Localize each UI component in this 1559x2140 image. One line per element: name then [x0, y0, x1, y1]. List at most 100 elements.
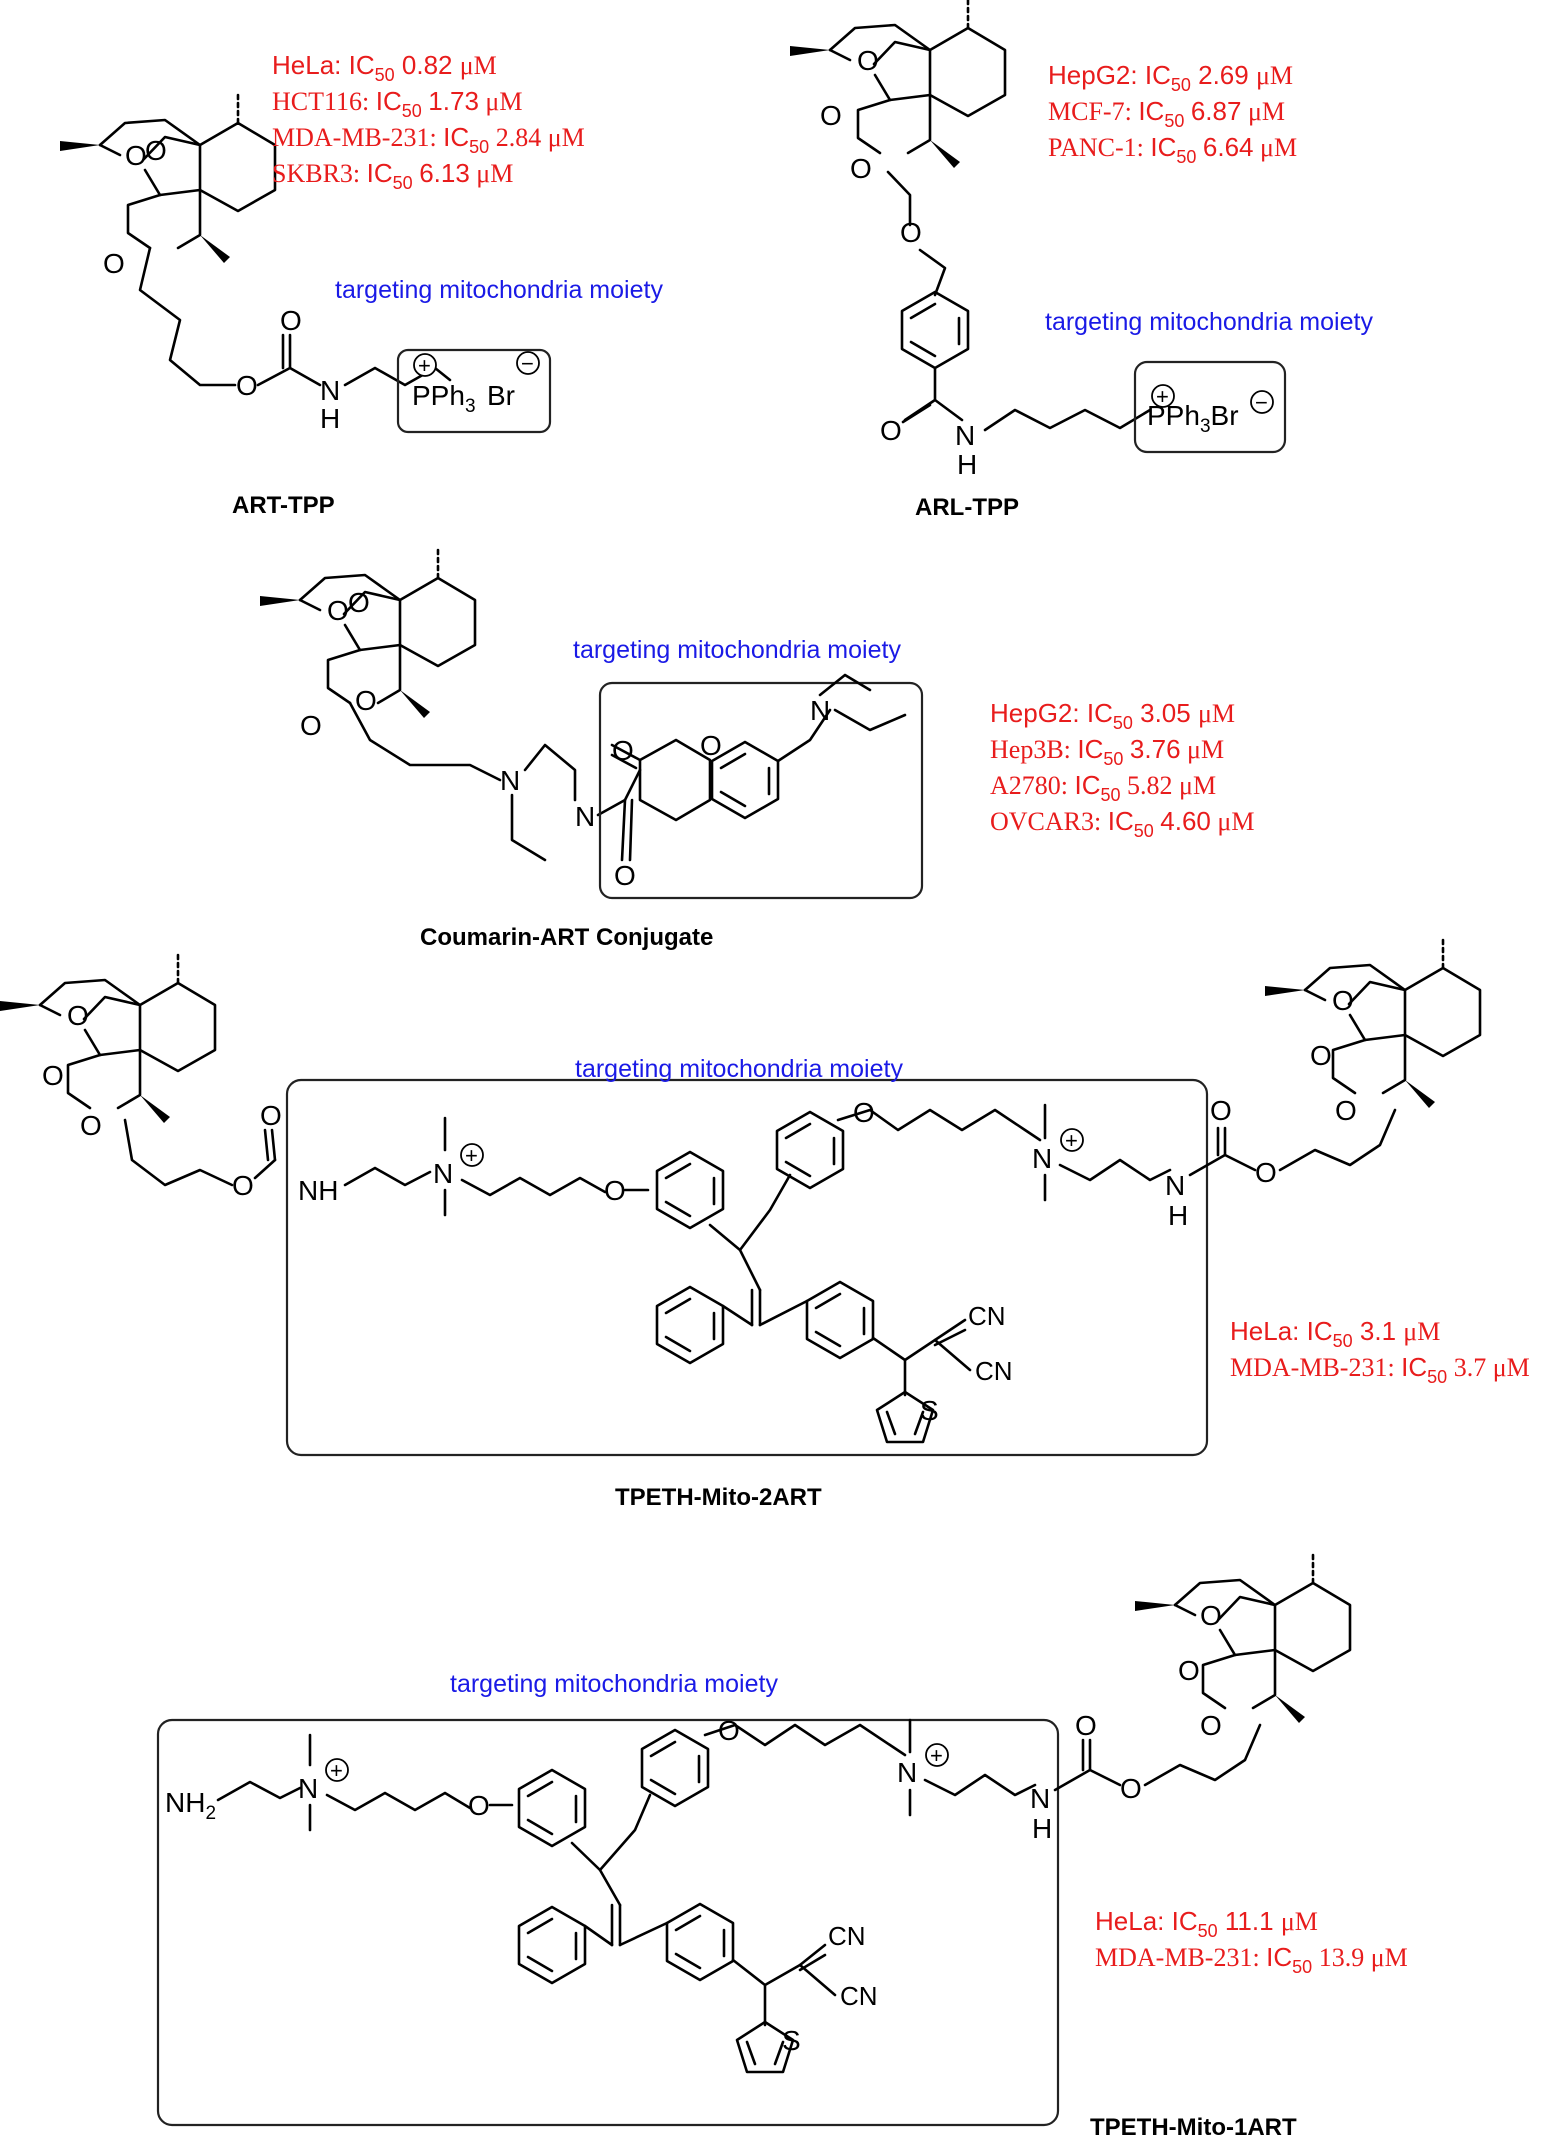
- nitrogen-label: N: [575, 801, 595, 832]
- tspan-mark: IC: [1087, 698, 1113, 728]
- use-mark: [517, 1768, 587, 1848]
- bond-mark: [620, 798, 627, 862]
- use-mark: [775, 1110, 845, 1190]
- bond-mark: [1143, 1723, 1262, 1787]
- bromide-label: Br: [487, 380, 515, 411]
- minus-charge-icon: [1250, 390, 1274, 414]
- oxygen-label: O: [236, 370, 258, 401]
- tspan-mark: IC: [349, 50, 375, 80]
- use-mark: [655, 1285, 725, 1365]
- bond-mark: [703, 1723, 907, 1757]
- ic-sans-mark: 6.87: [1191, 96, 1242, 126]
- oxygen-label: O: [348, 587, 370, 618]
- bond-mark: [933, 398, 964, 422]
- chg-mark: +: [418, 353, 431, 378]
- bond-mark: [983, 408, 1152, 432]
- tspan-mark: 50: [1171, 75, 1191, 95]
- nh-label: NH: [298, 1175, 338, 1206]
- tspan-mark: IC: [1145, 60, 1171, 90]
- activity-line: Hep3B: IC50 3.76 μM: [990, 734, 1224, 769]
- hydrogen-label: H: [957, 449, 977, 480]
- ic-sans-mark: IC: [1108, 806, 1134, 836]
- tspan-mark: HeLa:: [1230, 1316, 1299, 1346]
- nh2-label: NH2: [165, 1787, 216, 1824]
- oxygen-label: O: [1075, 1710, 1097, 1741]
- use-mark: [1263, 938, 1482, 1110]
- nitrile-label: CN: [968, 1301, 1006, 1331]
- tpeth-2art-activity: HeLa: IC50 3.1 μM MDA-MB-231: IC50 3.7 μ…: [1230, 1316, 1530, 1387]
- moiety-label: targeting mitochondria moiety: [573, 636, 901, 664]
- nitrogen-label: N: [500, 765, 520, 796]
- tspan-mark: μM: [1260, 133, 1297, 162]
- moiety-label: targeting mitochondria moiety: [1045, 308, 1373, 336]
- chg-mark: +: [930, 1743, 943, 1768]
- bond-mark: [598, 1793, 652, 1872]
- bond-mark: [901, 403, 932, 424]
- bond-mark: [1278, 1108, 1397, 1172]
- use-mark: [665, 1902, 735, 1982]
- oxygen-label: O: [327, 595, 349, 626]
- activity-line: MDA-MB-231: IC50 2.84 μM: [272, 122, 585, 157]
- ic-serif-mark: μM: [1403, 1317, 1440, 1346]
- tspan-mark: 3: [465, 396, 476, 417]
- ic-sans-mark: 50: [469, 137, 489, 157]
- activity-line: MCF-7: IC50 6.87 μM: [1048, 96, 1285, 131]
- use-mark: [58, 93, 277, 265]
- tspan-mark: A2780:: [990, 771, 1068, 800]
- bond-mark: [798, 1963, 837, 1997]
- plus-charge-icon: [1060, 1128, 1084, 1152]
- nitrile-label: CN: [828, 1921, 866, 1951]
- bond-mark: [776, 708, 832, 763]
- nitrile-label: CN: [840, 1981, 878, 2011]
- oxygen-label: O: [1200, 1710, 1222, 1741]
- oxygen-label: O: [300, 710, 322, 741]
- oxygen-label: O: [1200, 1600, 1222, 1631]
- oxygen-label: O: [1255, 1157, 1277, 1188]
- activity-line: HepG2: IC50 2.69 μM: [1048, 60, 1293, 95]
- bond-mark: [758, 1299, 809, 1327]
- bond-mark: [886, 170, 912, 227]
- hydrogen-label: H: [1032, 1813, 1052, 1844]
- tpeth-1art-structure: NH2 N + O O N + N H O O O O O: [156, 1553, 1352, 2140]
- use-mark: [805, 1280, 875, 1360]
- activity-line: HeLa: IC50 0.82 μM: [272, 50, 497, 85]
- tspan-mark: 5.82: [1127, 771, 1173, 800]
- bond-mark: [138, 246, 237, 387]
- chg-mark: +: [1156, 384, 1169, 409]
- bond-mark: [1188, 1153, 1257, 1177]
- ic-serif-mark: μM: [1281, 1907, 1318, 1936]
- bond-mark: [256, 333, 292, 387]
- use-mark: [655, 1150, 725, 1230]
- nitrogen-label: N: [298, 1773, 318, 1804]
- compound-name: ART-TPP: [232, 492, 335, 519]
- tspan-mark: 50: [375, 65, 395, 85]
- activity-line: A2780: IC50 5.82 μM: [990, 770, 1216, 805]
- oxygen-label: O: [1120, 1773, 1142, 1804]
- chg-mark: +: [330, 1758, 343, 1783]
- activity-line: MDA-MB-231: IC50 13.9 μM: [1095, 1942, 1408, 1977]
- tspan-mark: 3.1: [1360, 1316, 1396, 1346]
- tspan-mark: [1191, 60, 1198, 90]
- bond-mark: [123, 1118, 234, 1187]
- art-tpp-moiety-box: [396, 348, 552, 434]
- oxygen-label: O: [468, 1790, 490, 1821]
- ic-sans-mark: IC: [367, 158, 393, 188]
- use-mark: [640, 1728, 710, 1808]
- plus-charge-icon: [460, 1143, 484, 1167]
- tspan-mark: μM: [1371, 1943, 1408, 1972]
- ic-sans-mark: 50: [1134, 821, 1154, 841]
- oxygen-label: O: [232, 1170, 254, 1201]
- activity-line: OVCAR3: IC50 4.60 μM: [990, 806, 1254, 841]
- ic-sans-mark: 50: [1101, 785, 1121, 805]
- tspan-mark: HCT116:: [272, 87, 369, 116]
- bond-mark: [933, 1338, 972, 1372]
- nitrogen-label: N: [433, 1158, 453, 1189]
- ic-sans-mark: 3.76: [1130, 734, 1181, 764]
- bond-mark: [628, 798, 634, 862]
- nitrogen-label: N: [810, 695, 830, 726]
- activity-line: HeLa: IC50 11.1 μM: [1095, 1906, 1318, 1941]
- tspan-mark: μM: [476, 159, 513, 188]
- ic-sans-mark: IC: [376, 86, 402, 116]
- bond-mark: [923, 1773, 1037, 1797]
- arl-tpp-activity: HepG2: IC50 2.69 μM MCF-7: IC50 6.87 μM …: [1048, 60, 1297, 167]
